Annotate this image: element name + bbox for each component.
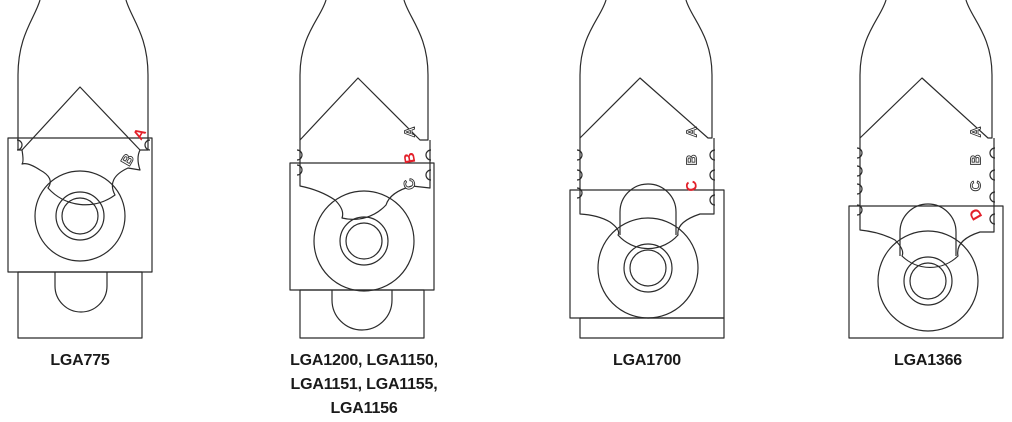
bottom-plate xyxy=(17,271,143,339)
caption-line: LGA1366 xyxy=(894,352,962,369)
caption-line: LGA1700 xyxy=(613,352,681,369)
caption-line: LGA775 xyxy=(50,352,110,369)
position-label-b: B xyxy=(684,154,701,165)
notch-left-1 xyxy=(296,149,303,161)
notch-left-4 xyxy=(856,204,863,216)
inner-ring xyxy=(629,249,667,287)
hub-top xyxy=(619,183,677,235)
caption-lga775: LGA775 xyxy=(0,349,190,373)
notch-right-3 xyxy=(989,191,996,203)
outer-ring xyxy=(313,190,415,292)
socket-plate xyxy=(7,137,153,273)
notch-right xyxy=(144,139,151,151)
notch-left xyxy=(16,139,23,151)
notch-left-1 xyxy=(856,147,863,159)
position-label-c: C xyxy=(400,176,420,192)
bottom-plate xyxy=(299,289,425,339)
tool-body xyxy=(579,0,713,139)
diagram-lga775: BA xyxy=(7,0,153,339)
tool-body xyxy=(299,0,429,141)
position-label-c: C xyxy=(968,180,985,191)
tool-head xyxy=(299,140,431,220)
diagram-lga1700: A B C xyxy=(569,0,725,339)
position-label-a: A xyxy=(684,126,701,137)
middle-ring xyxy=(339,216,389,266)
socket-plate xyxy=(569,189,725,319)
notch-right-1 xyxy=(989,147,996,159)
tool-head xyxy=(859,138,995,269)
caption-line: LGA1151, LGA1155, xyxy=(290,376,438,393)
notch-right-1 xyxy=(709,149,716,161)
notch-left-2 xyxy=(856,165,863,177)
inner-ring xyxy=(61,197,99,235)
caption-line: LGA1156 xyxy=(330,400,398,417)
notch-left-3 xyxy=(856,183,863,195)
diagram-lga1366: A B C D xyxy=(848,0,1004,339)
notch-left-1 xyxy=(576,149,583,161)
inner-ring xyxy=(909,262,947,300)
bottom-plate xyxy=(579,317,725,339)
tool-body xyxy=(859,0,993,139)
notch-right-2 xyxy=(989,169,996,181)
position-labels: A BC xyxy=(400,126,421,192)
middle-ring xyxy=(903,256,953,306)
position-label-a: A xyxy=(402,126,419,137)
position-label-b: B xyxy=(401,151,420,165)
notch-right-4 xyxy=(989,213,996,225)
inner-ring xyxy=(345,222,383,260)
middle-ring xyxy=(55,191,105,241)
caption-line: LGA1200, LGA1150, xyxy=(290,352,438,369)
notch-right-2 xyxy=(425,169,432,181)
notch-left-3 xyxy=(576,187,583,199)
caption-lga1366: LGA1366 xyxy=(818,349,1012,373)
notch-left-2 xyxy=(296,164,303,176)
tool-head xyxy=(579,138,715,250)
outer-ring xyxy=(597,217,699,319)
bottom-slot xyxy=(54,272,108,313)
outer-ring xyxy=(34,170,126,262)
position-label-c: C xyxy=(683,179,702,193)
caption-lga1200-family: LGA1200, LGA1150, LGA1151, LGA1155, LGA1… xyxy=(254,349,474,421)
socket-plate xyxy=(848,205,1004,339)
outer-ring xyxy=(877,230,979,332)
position-labels: A B C xyxy=(683,126,702,193)
position-label-d: D xyxy=(966,205,986,223)
position-labels: A B C D xyxy=(966,126,986,223)
socket-plate xyxy=(289,162,435,291)
middle-ring xyxy=(623,243,673,293)
tool-body xyxy=(17,0,149,151)
position-label-b: B xyxy=(118,151,138,169)
notch-right-2 xyxy=(709,169,716,181)
notch-right-1 xyxy=(425,149,432,161)
notch-left-2 xyxy=(576,169,583,181)
bottom-slot xyxy=(331,290,393,331)
diagram-lga1200-family: A BC xyxy=(289,0,435,339)
notch-right-3 xyxy=(709,194,716,206)
position-label-a: A xyxy=(968,126,985,137)
tool-head xyxy=(21,149,141,206)
caption-lga1700: LGA1700 xyxy=(537,349,757,373)
hub-top xyxy=(899,203,957,256)
position-label-b: B xyxy=(968,154,985,165)
